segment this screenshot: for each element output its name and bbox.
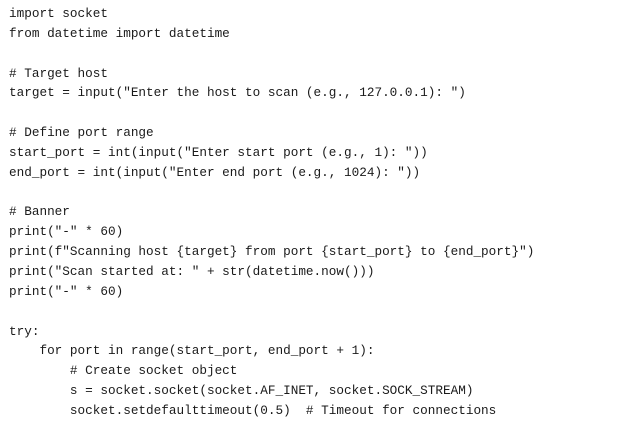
code-line-9: end_port = int(input("Enter end port (e.… [9,164,421,180]
code-line-3 [9,44,628,64]
code-line-8: start_port = int(input("Enter start port… [9,144,428,160]
code-line-2: from datetime import datetime [9,25,230,41]
code-line-20: s = socket.socket(socket.AF_INET, socket… [9,383,474,399]
code-line-17: try: [9,323,40,339]
code-line-21: socket.setdefaulttimeout(0.5) # Timeout … [9,402,497,418]
code-line-4: # Target host [9,65,108,81]
code-line-7: # Define port range [9,125,154,141]
code-line-11: # Banner [9,204,70,220]
code-line-13: print(f"Scanning host {target} from port… [9,244,535,260]
code-line-5: target = input("Enter the host to scan (… [9,85,466,101]
code-line-16 [9,302,628,322]
code-line-15: print("-" * 60) [9,283,124,299]
code-line-10 [9,183,628,203]
code-line-14: print("Scan started at: " + str(datetime… [9,263,375,279]
code-line-6 [9,103,628,123]
code-line-1: import socket [9,6,108,21]
code-line-18: for port in range(start_port, end_port +… [9,343,375,359]
code-line-12: print("-" * 60) [9,224,124,240]
code-line-19: # Create socket object [9,363,238,379]
